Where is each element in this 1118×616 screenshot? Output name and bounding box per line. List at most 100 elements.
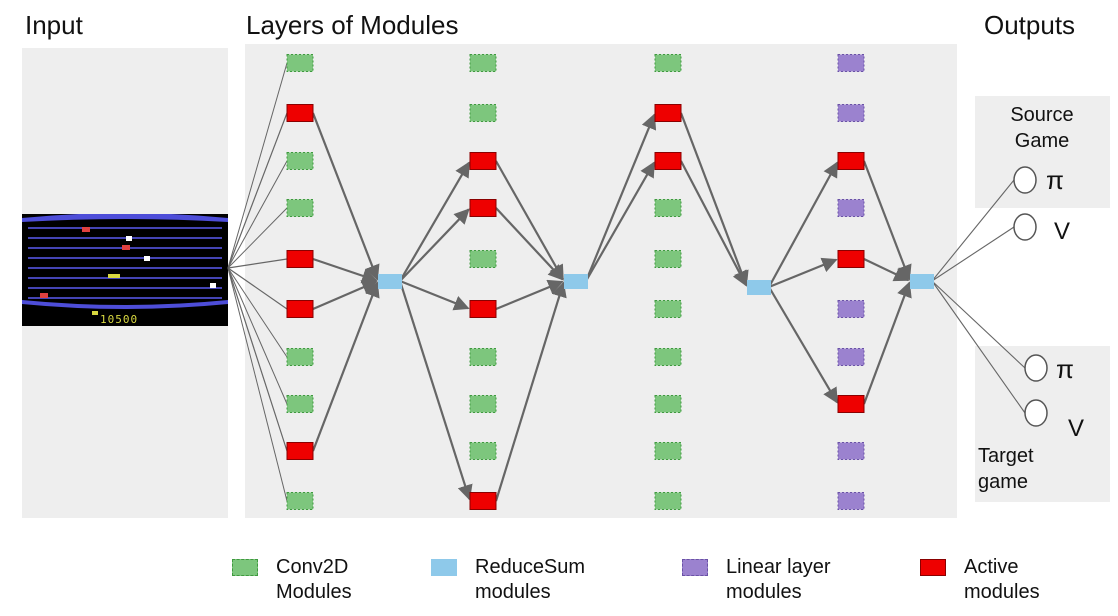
merge-edge [311,112,380,281]
active-module [469,492,497,510]
source-policy-node [1013,166,1037,194]
source-game-label: Source Game [980,102,1104,154]
fanout-edge [399,279,470,311]
conv2d-module [469,395,497,413]
legend-conv2d-label: Conv2D Modules [276,556,352,603]
reducesum-module [378,274,402,289]
conv2d-module [654,395,682,413]
reducesum-module [910,274,934,289]
atari-bottom-arc [22,300,228,309]
merge-edge [495,279,564,311]
layers-heading: Layers of Modules [246,10,459,40]
legend-reducesum-swatch [431,559,457,576]
conv2d-module [654,300,682,318]
output-edge [931,280,1026,369]
merge-edge [863,258,910,282]
active-module [837,395,865,413]
conv2d-module [654,442,682,460]
legend-conv2d-swatch [232,559,258,576]
input-edge [227,267,288,358]
atari-lanes [28,227,222,299]
linear-module [837,348,865,366]
fanout-edge [768,161,839,288]
input-edge [227,207,288,269]
target-value-node [1024,399,1048,427]
source-label-line2: Game [1014,130,1070,152]
input-edge [227,62,288,269]
atari-game-frame: 10500 [22,214,228,326]
input-heading: Input [25,10,83,40]
fanout-edge [768,286,838,404]
merge-edge [495,207,564,281]
target-policy-node [1024,354,1048,382]
conv2d-module [654,348,682,366]
source-value-symbol: V [1054,218,1071,245]
fanout-edge [398,280,473,501]
conv2d-module [654,492,682,510]
source-value-node [1013,213,1037,241]
merge-edge [312,280,378,311]
conv2d-module [654,54,682,72]
fanout-edge [399,208,470,282]
edge-group [227,62,1026,502]
conv2d-module [286,395,314,413]
source-game-panel [975,96,1110,208]
conv2d-module [286,348,314,366]
target-label-line2: game [978,471,1029,493]
active-module [837,250,865,268]
active-module [469,300,497,318]
atari-player [108,274,120,278]
fanout-edge [768,257,838,289]
atari-top-arc [22,214,228,222]
atari-ship [92,311,98,315]
input-edge [227,267,288,502]
input-edge [227,112,288,269]
output-edge [931,179,1015,282]
merge-edge [679,112,749,287]
atari-enemies [40,227,130,298]
target-label-line1: Target [978,445,1034,467]
fanout-edge [399,161,470,282]
output-group [1013,166,1048,427]
linear-module [837,54,865,72]
output-edge [931,280,1026,414]
merge-edge [680,160,748,287]
input-edge [227,258,288,269]
conv2d-module [286,152,314,170]
source-policy-symbol: π [1046,165,1064,195]
conv2d-module [469,54,497,72]
fanout-edge [585,161,655,282]
atari-pickups [126,236,216,288]
legend-linear-swatch [682,559,708,576]
node-group [286,54,934,510]
linear-module [837,199,865,217]
outputs-heading: Outputs [984,10,1076,40]
conv2d-module [286,492,314,510]
active-module [286,104,314,122]
merge-edge [312,257,378,284]
conv2d-module [654,199,682,217]
legend-active-swatch [920,559,946,576]
legend-active-label: Active modules [964,556,1040,603]
conv2d-module [469,442,497,460]
output-edge [931,226,1015,282]
active-module [469,199,497,217]
target-game-label: Target game [978,443,1038,495]
merge-edge [495,160,564,281]
conv2d-module [469,104,497,122]
merge-edge [494,281,567,502]
target-policy-symbol: π [1056,354,1074,384]
linear-module [837,300,865,318]
active-module [654,104,682,122]
merge-edge [862,281,912,405]
active-module [654,152,682,170]
active-module [286,442,314,460]
conv2d-module [469,250,497,268]
linear-module [837,104,865,122]
reducesum-module [747,280,771,295]
input-edge [227,267,288,405]
legend-linear-label: Linear layer modules [726,556,831,603]
source-label-line1: Source [1010,104,1074,126]
fanout-edge [584,113,657,282]
active-module [286,300,314,318]
